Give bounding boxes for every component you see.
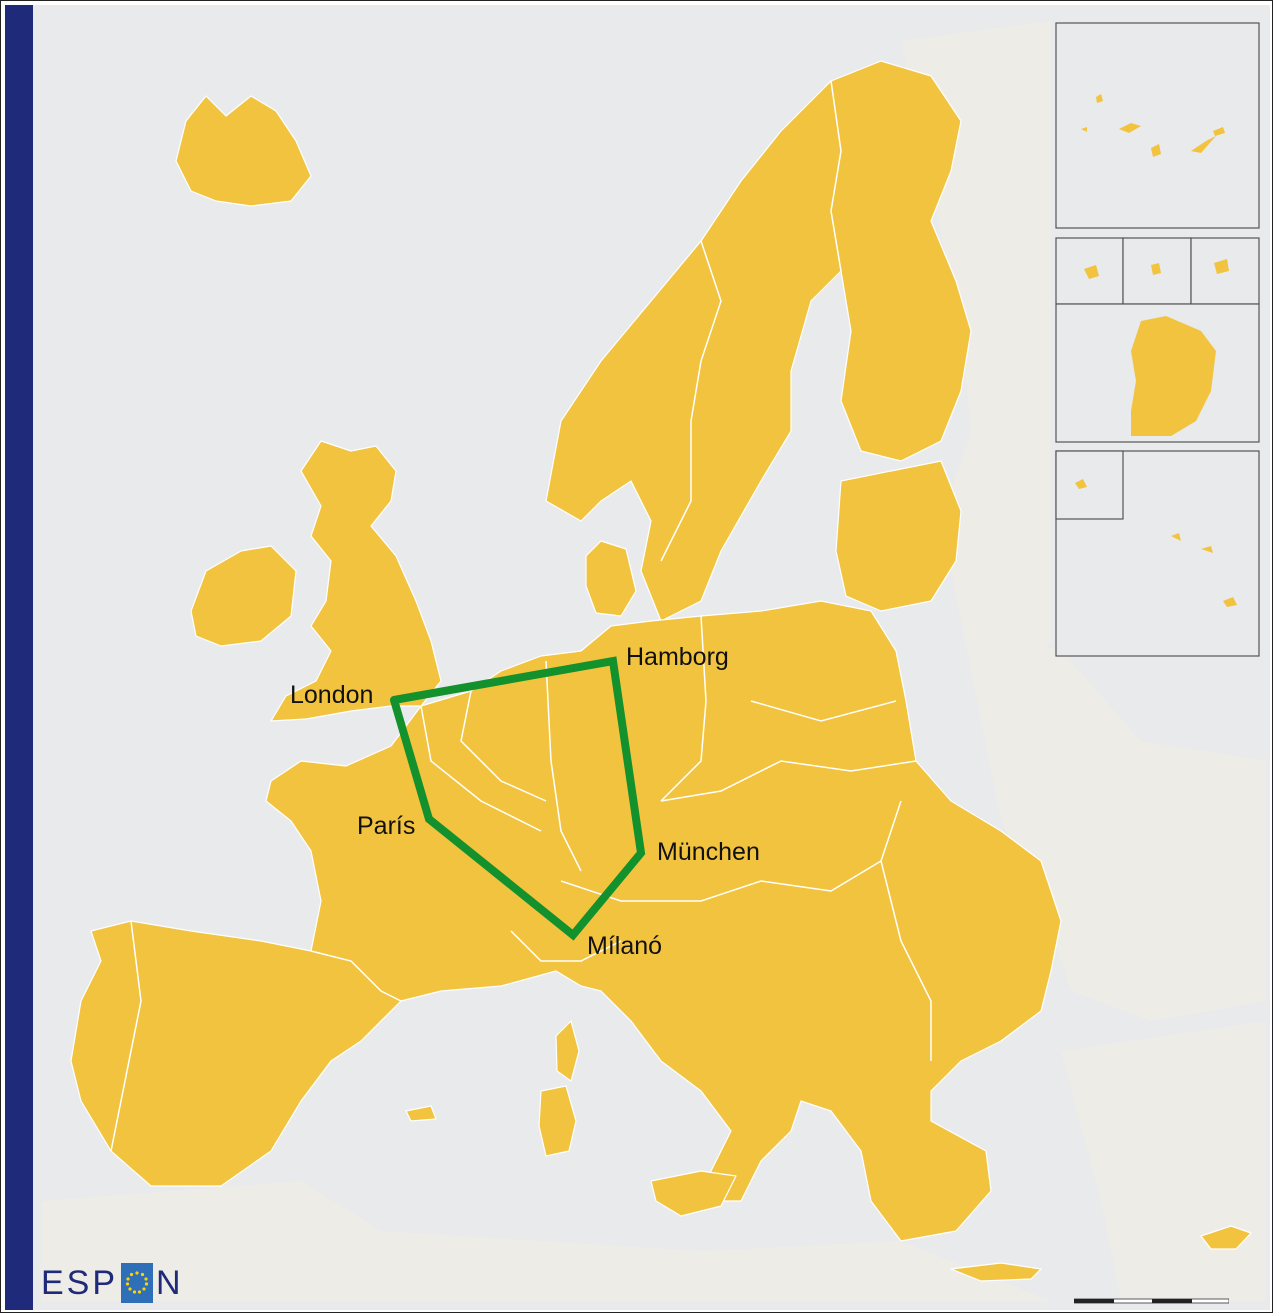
logo-text-right: N <box>156 1263 184 1302</box>
land-sardinia <box>538 1085 577 1157</box>
land-continent <box>70 600 1062 1242</box>
land-ireland <box>190 545 297 647</box>
land-scandinavia <box>545 60 972 622</box>
espon-land <box>70 60 1252 1282</box>
land-denmark <box>585 540 637 617</box>
land-baltics <box>835 460 962 612</box>
logo-text-left: ESP <box>41 1263 119 1302</box>
eu-flag-icon <box>121 1263 154 1303</box>
europe-map <box>33 5 1270 1310</box>
city-label-milano: Mílanó <box>587 932 663 960</box>
city-label-paris: París <box>357 812 416 840</box>
land-sicily <box>650 1170 737 1217</box>
frame-left-bar <box>5 5 33 1310</box>
land-great-britain <box>270 440 442 722</box>
inset-azores-small <box>1055 450 1124 520</box>
land-cyprus <box>1200 1225 1252 1250</box>
land-balearics <box>405 1105 437 1122</box>
city-label-hamborg: Hamborg <box>626 643 729 671</box>
inset-islands <box>1075 94 1237 607</box>
land-iceland <box>175 95 312 207</box>
land-corsica <box>555 1020 580 1082</box>
espon-logo: ESP N <box>41 1263 184 1303</box>
land-crete <box>950 1262 1042 1282</box>
route-line <box>390 656 646 941</box>
inset-canary <box>1055 22 1260 229</box>
scale-bar <box>1074 1298 1229 1304</box>
country-borders <box>110 80 932 1152</box>
city-label-london: London <box>290 681 374 709</box>
city-label-munchen: München <box>657 838 760 866</box>
